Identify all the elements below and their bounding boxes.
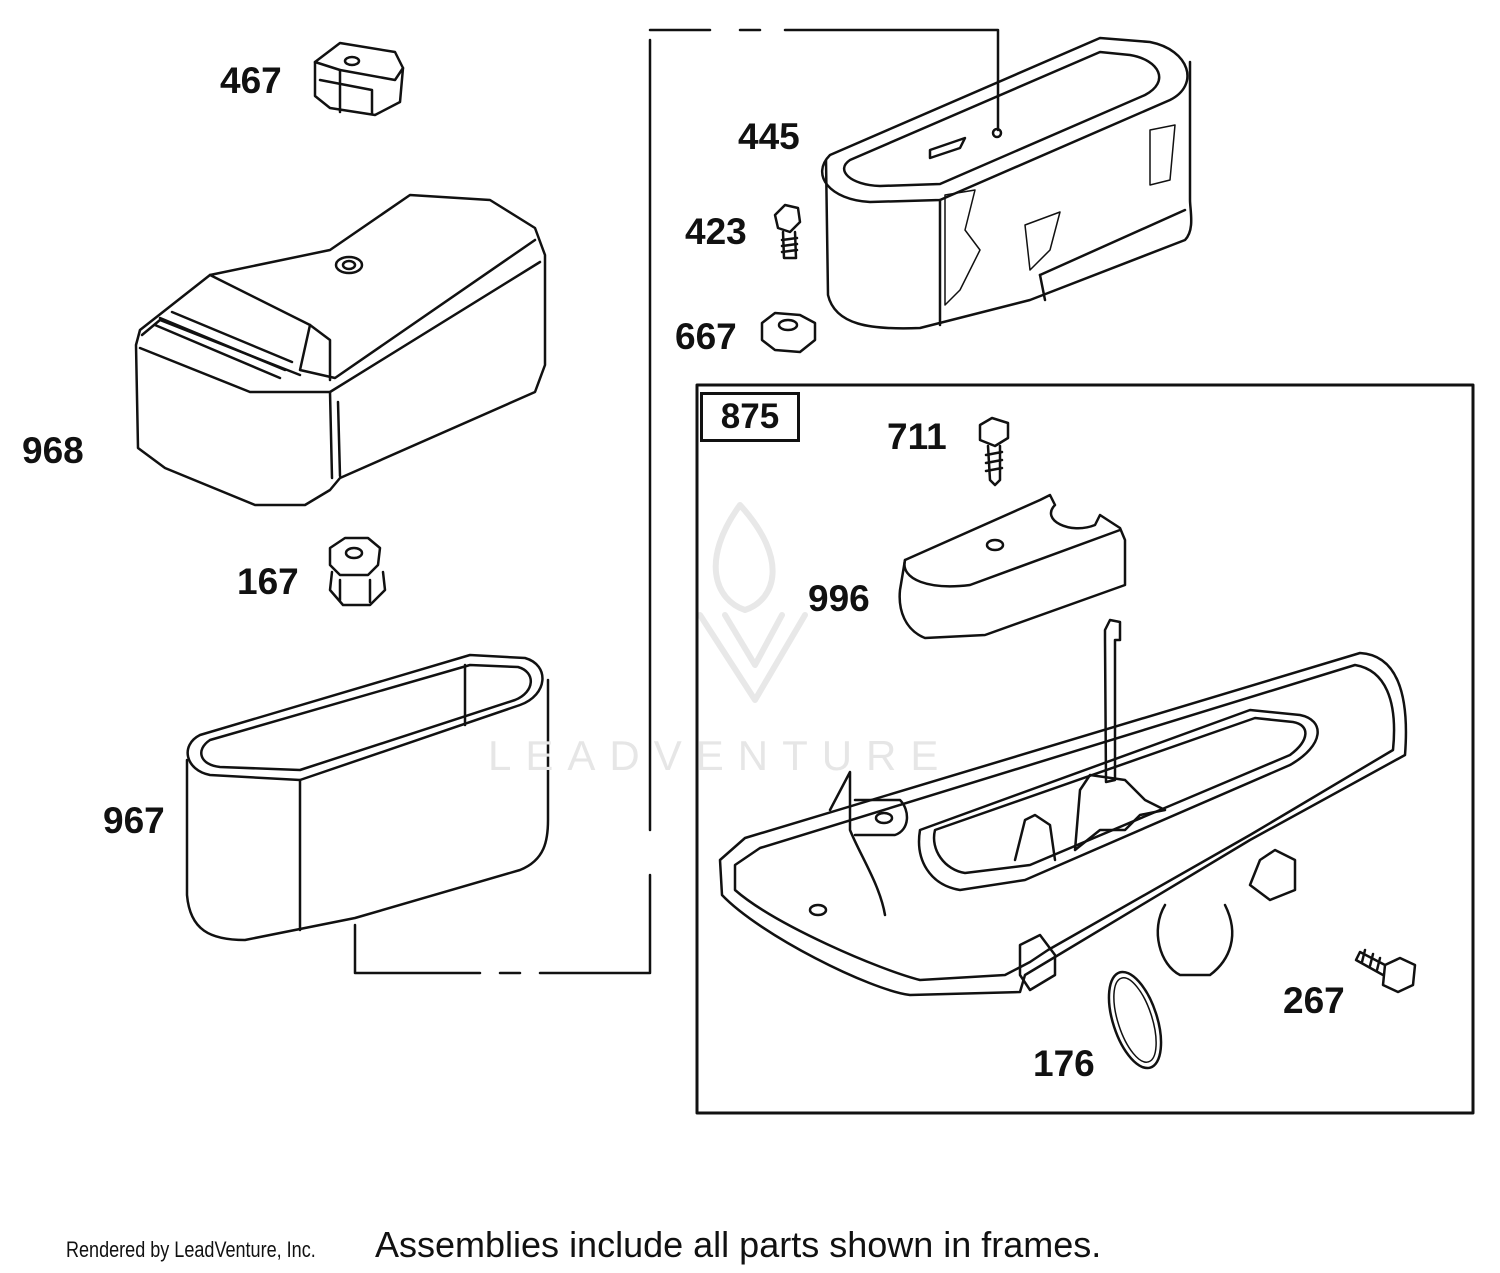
- watermark-text: LEADVENTURE: [488, 732, 953, 779]
- part-445-filter: [820, 36, 1193, 330]
- part-label-176: 176: [1033, 1043, 1095, 1084]
- assembly-frame-label: 875: [700, 392, 800, 442]
- watermark-logo-icon: [697, 502, 808, 703]
- part-467-knob: [313, 41, 405, 117]
- footer-note: Assemblies include all parts shown in fr…: [375, 1224, 1102, 1265]
- part-176-oring: [1107, 970, 1163, 1070]
- part-967-precleaner: [185, 653, 550, 942]
- footer-credit: Rendered by LeadVenture, Inc.: [66, 1237, 316, 1262]
- part-label-667: 667: [675, 316, 737, 357]
- part-label-996: 996: [808, 578, 870, 619]
- connection-leaders: [353, 28, 1000, 975]
- part-711-screw: [978, 416, 1010, 487]
- part-label-968: 968: [22, 430, 84, 471]
- part-label-423: 423: [685, 211, 747, 252]
- part-968-cover: [134, 193, 547, 507]
- part-267-bolt: [1354, 948, 1417, 994]
- part-label-711: 711: [887, 416, 947, 457]
- base-assembly: [718, 618, 1408, 997]
- part-label-167: 167: [237, 561, 299, 602]
- part-167-grommet: [328, 536, 387, 607]
- part-label-445: 445: [738, 116, 800, 157]
- part-label-267: 267: [1283, 980, 1345, 1021]
- part-996-cover: [898, 493, 1127, 640]
- part-667-nut: [760, 311, 817, 354]
- part-423-bolt: [773, 203, 802, 260]
- assembly-frame-875: [695, 383, 1475, 1115]
- part-label-967: 967: [103, 800, 165, 841]
- part-label-467: 467: [220, 60, 282, 101]
